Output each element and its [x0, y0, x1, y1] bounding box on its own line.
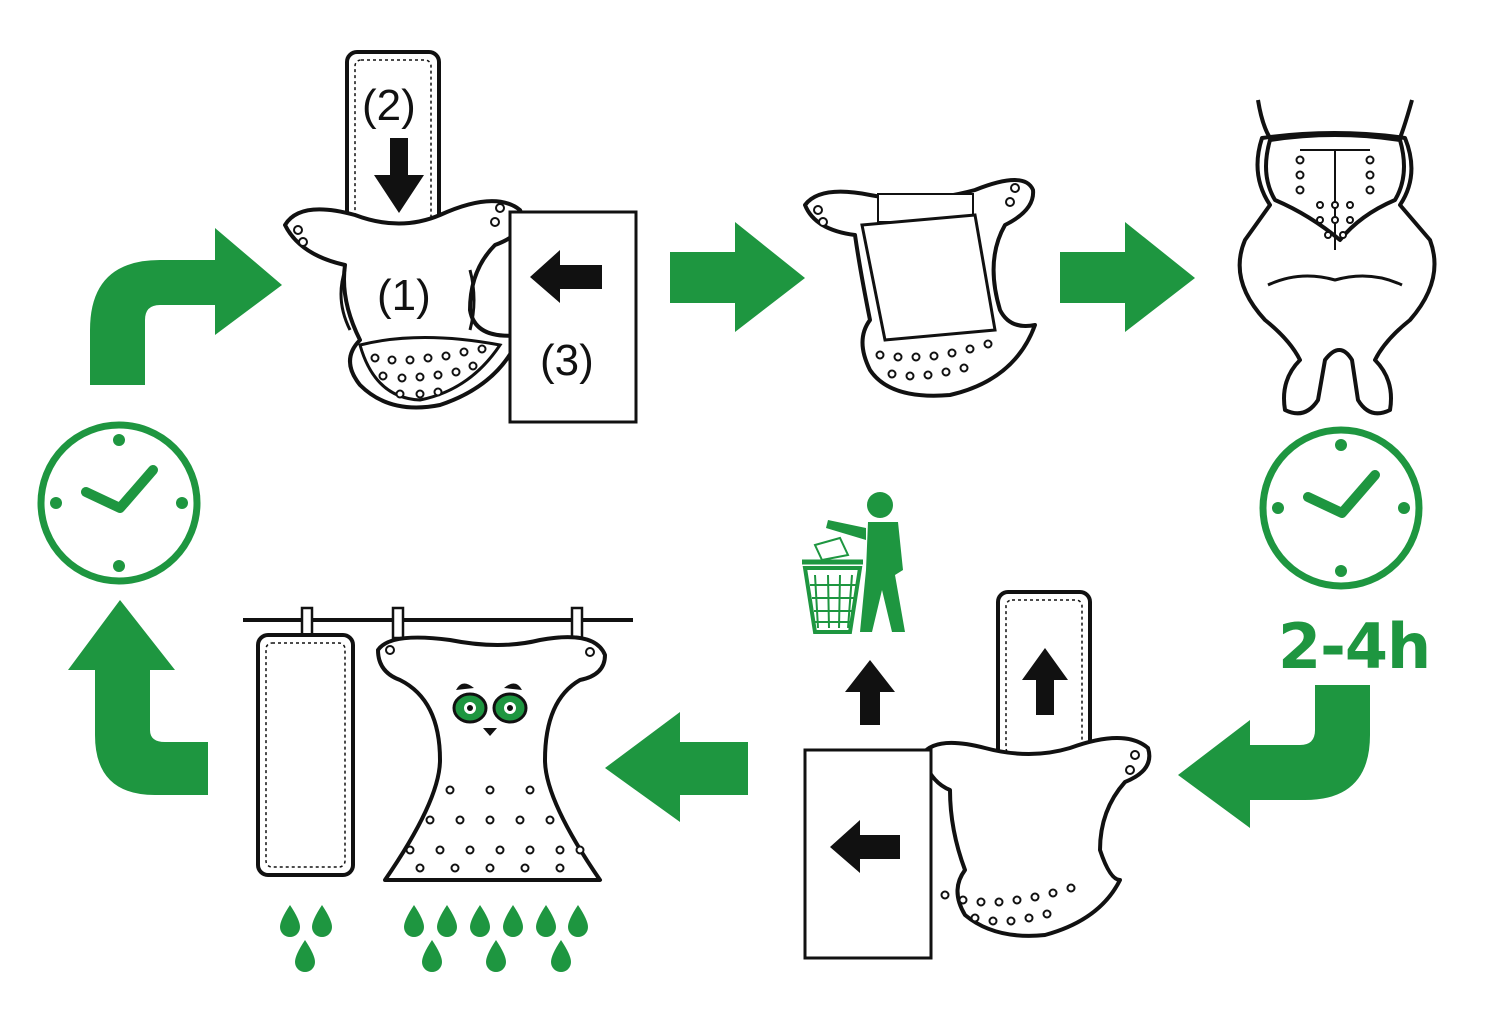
trash-bin-icon — [802, 536, 863, 634]
curved-arrow-icon — [1178, 685, 1370, 828]
water-drop-icon — [486, 940, 506, 972]
water-drop-icon — [568, 905, 588, 937]
arrow-right-icon — [1060, 222, 1195, 332]
water-drop-icon — [437, 905, 457, 937]
insert-label-2: (2) — [362, 81, 416, 130]
curved-arrow-icon — [68, 600, 208, 795]
water-drop-icon — [404, 905, 424, 937]
water-drop-icon — [551, 940, 571, 972]
water-drop-icon — [312, 905, 332, 937]
arrow-up-icon — [845, 660, 895, 725]
booster-sheet-icon — [803, 748, 933, 960]
wear-duration-label: 2-4h — [1278, 610, 1430, 683]
water-drop-icon — [536, 905, 556, 937]
arrow-left-icon — [605, 712, 748, 822]
water-drop-icon — [295, 940, 315, 972]
person-disposing-icon — [826, 492, 905, 632]
assembled-diaper-icon — [803, 178, 1037, 398]
baby-wearing-diaper-icon — [1237, 99, 1437, 416]
panda-face-icon — [452, 683, 528, 736]
diaper-icon — [920, 736, 1152, 938]
water-drop-icon — [470, 905, 490, 937]
curved-arrow-icon — [90, 228, 282, 385]
insert-label-3: (3) — [540, 336, 594, 385]
insert-label-1: (1) — [377, 271, 431, 320]
insert-pad-icon — [996, 590, 1092, 764]
booster-sheet-icon — [508, 210, 638, 424]
water-drops — [280, 905, 588, 972]
water-drop-icon — [280, 905, 300, 937]
arrow-right-icon — [670, 222, 805, 332]
clock-icon — [1259, 426, 1423, 590]
clothesline-icon — [243, 606, 633, 882]
water-drop-icon — [503, 905, 523, 937]
diaper-icon — [283, 199, 525, 410]
clock-icon — [37, 421, 201, 585]
water-drop-icon — [422, 940, 442, 972]
